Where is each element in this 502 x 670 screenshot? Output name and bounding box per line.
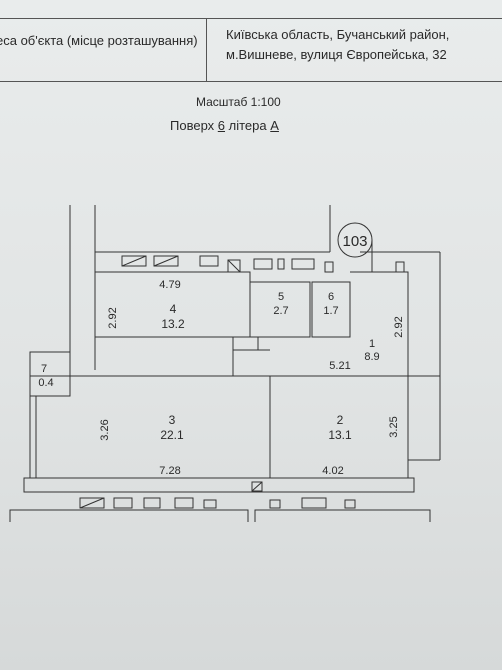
header-divider (206, 19, 207, 81)
room-4-number: 4 (170, 302, 177, 316)
floor-label: Поверх (170, 118, 215, 133)
vent-symbol (251, 481, 263, 492)
window-symbol (153, 255, 179, 267)
room-6-number: 6 (328, 291, 334, 303)
window-symbol (79, 497, 105, 509)
window-symbol (199, 255, 219, 267)
address-line-2: м.Вишневе, вулиця Європейська, 32 (226, 47, 447, 62)
dim-room4-height: 2.92 (107, 307, 119, 328)
window-symbol (113, 497, 133, 509)
window-symbol (301, 497, 327, 509)
window-symbol (344, 499, 356, 509)
vent-symbol (251, 481, 263, 492)
address-line-1: Київська область, Бучанський район, (226, 27, 450, 42)
window-symbol (277, 258, 285, 270)
window-symbol (174, 497, 194, 509)
room-7-number: 7 (41, 363, 47, 375)
dim-room4-width: 4.79 (159, 279, 180, 291)
room-5-outline (249, 281, 311, 338)
room-7-area: 0.4 (38, 377, 53, 389)
room-1-area: 8.9 (364, 351, 379, 363)
letter-value: А (270, 118, 279, 133)
lower-structure-left (9, 509, 249, 522)
top-windows (121, 255, 405, 273)
window-symbol (121, 255, 147, 267)
floor-value: 6 (217, 118, 226, 133)
room-1-number: 1 (369, 338, 375, 350)
window-symbol (291, 258, 315, 270)
room-2-number: 2 (337, 413, 344, 427)
window-symbol (253, 258, 273, 270)
room-6-area: 1.7 (323, 305, 338, 317)
room-7-outline (29, 351, 71, 397)
room-5-number: 5 (278, 291, 284, 303)
dim-room1-height: 2.92 (393, 316, 405, 337)
dim-room3-height: 3.26 (99, 419, 111, 440)
scale-label: Масштаб 1:100 (196, 95, 281, 109)
dim-room2-height: 3.25 (388, 416, 400, 437)
window-symbol (79, 497, 105, 509)
window-symbol (269, 499, 281, 509)
room-3-outline (29, 375, 271, 479)
vent-symbol (227, 259, 241, 273)
window-symbol (153, 255, 179, 267)
bottom-windows (79, 481, 356, 509)
letter-label: літера (228, 118, 267, 133)
header-table: еса об'єкта (місце розташування) Київськ… (0, 18, 502, 82)
floor-line: Поверх 6 літера А (170, 118, 279, 133)
window-symbol (324, 261, 334, 273)
room-6-outline (311, 281, 351, 338)
apartment-number: 103 (342, 233, 367, 250)
bottom-outer-wall (23, 477, 415, 493)
room-4-area: 13.2 (161, 317, 185, 331)
vent-symbol (227, 259, 241, 273)
dim-room3-width: 7.28 (159, 465, 180, 477)
room-5-area: 2.7 (273, 305, 288, 317)
room-3-number: 3 (169, 413, 176, 427)
object-address: Київська область, Бучанський район, м.Ви… (226, 25, 486, 65)
dim-room2-width: 4.02 (322, 465, 343, 477)
room-3-area: 22.1 (160, 428, 184, 442)
object-address-label: еса об'єкта (місце розташування) (0, 33, 198, 48)
window-symbol (143, 497, 161, 509)
room-2-area: 13.1 (328, 428, 352, 442)
window-symbol (395, 261, 405, 273)
window-symbol (203, 499, 217, 509)
window-symbol (121, 255, 147, 267)
lower-structure-right (254, 509, 431, 522)
dim-room1-width: 5.21 (329, 360, 350, 372)
